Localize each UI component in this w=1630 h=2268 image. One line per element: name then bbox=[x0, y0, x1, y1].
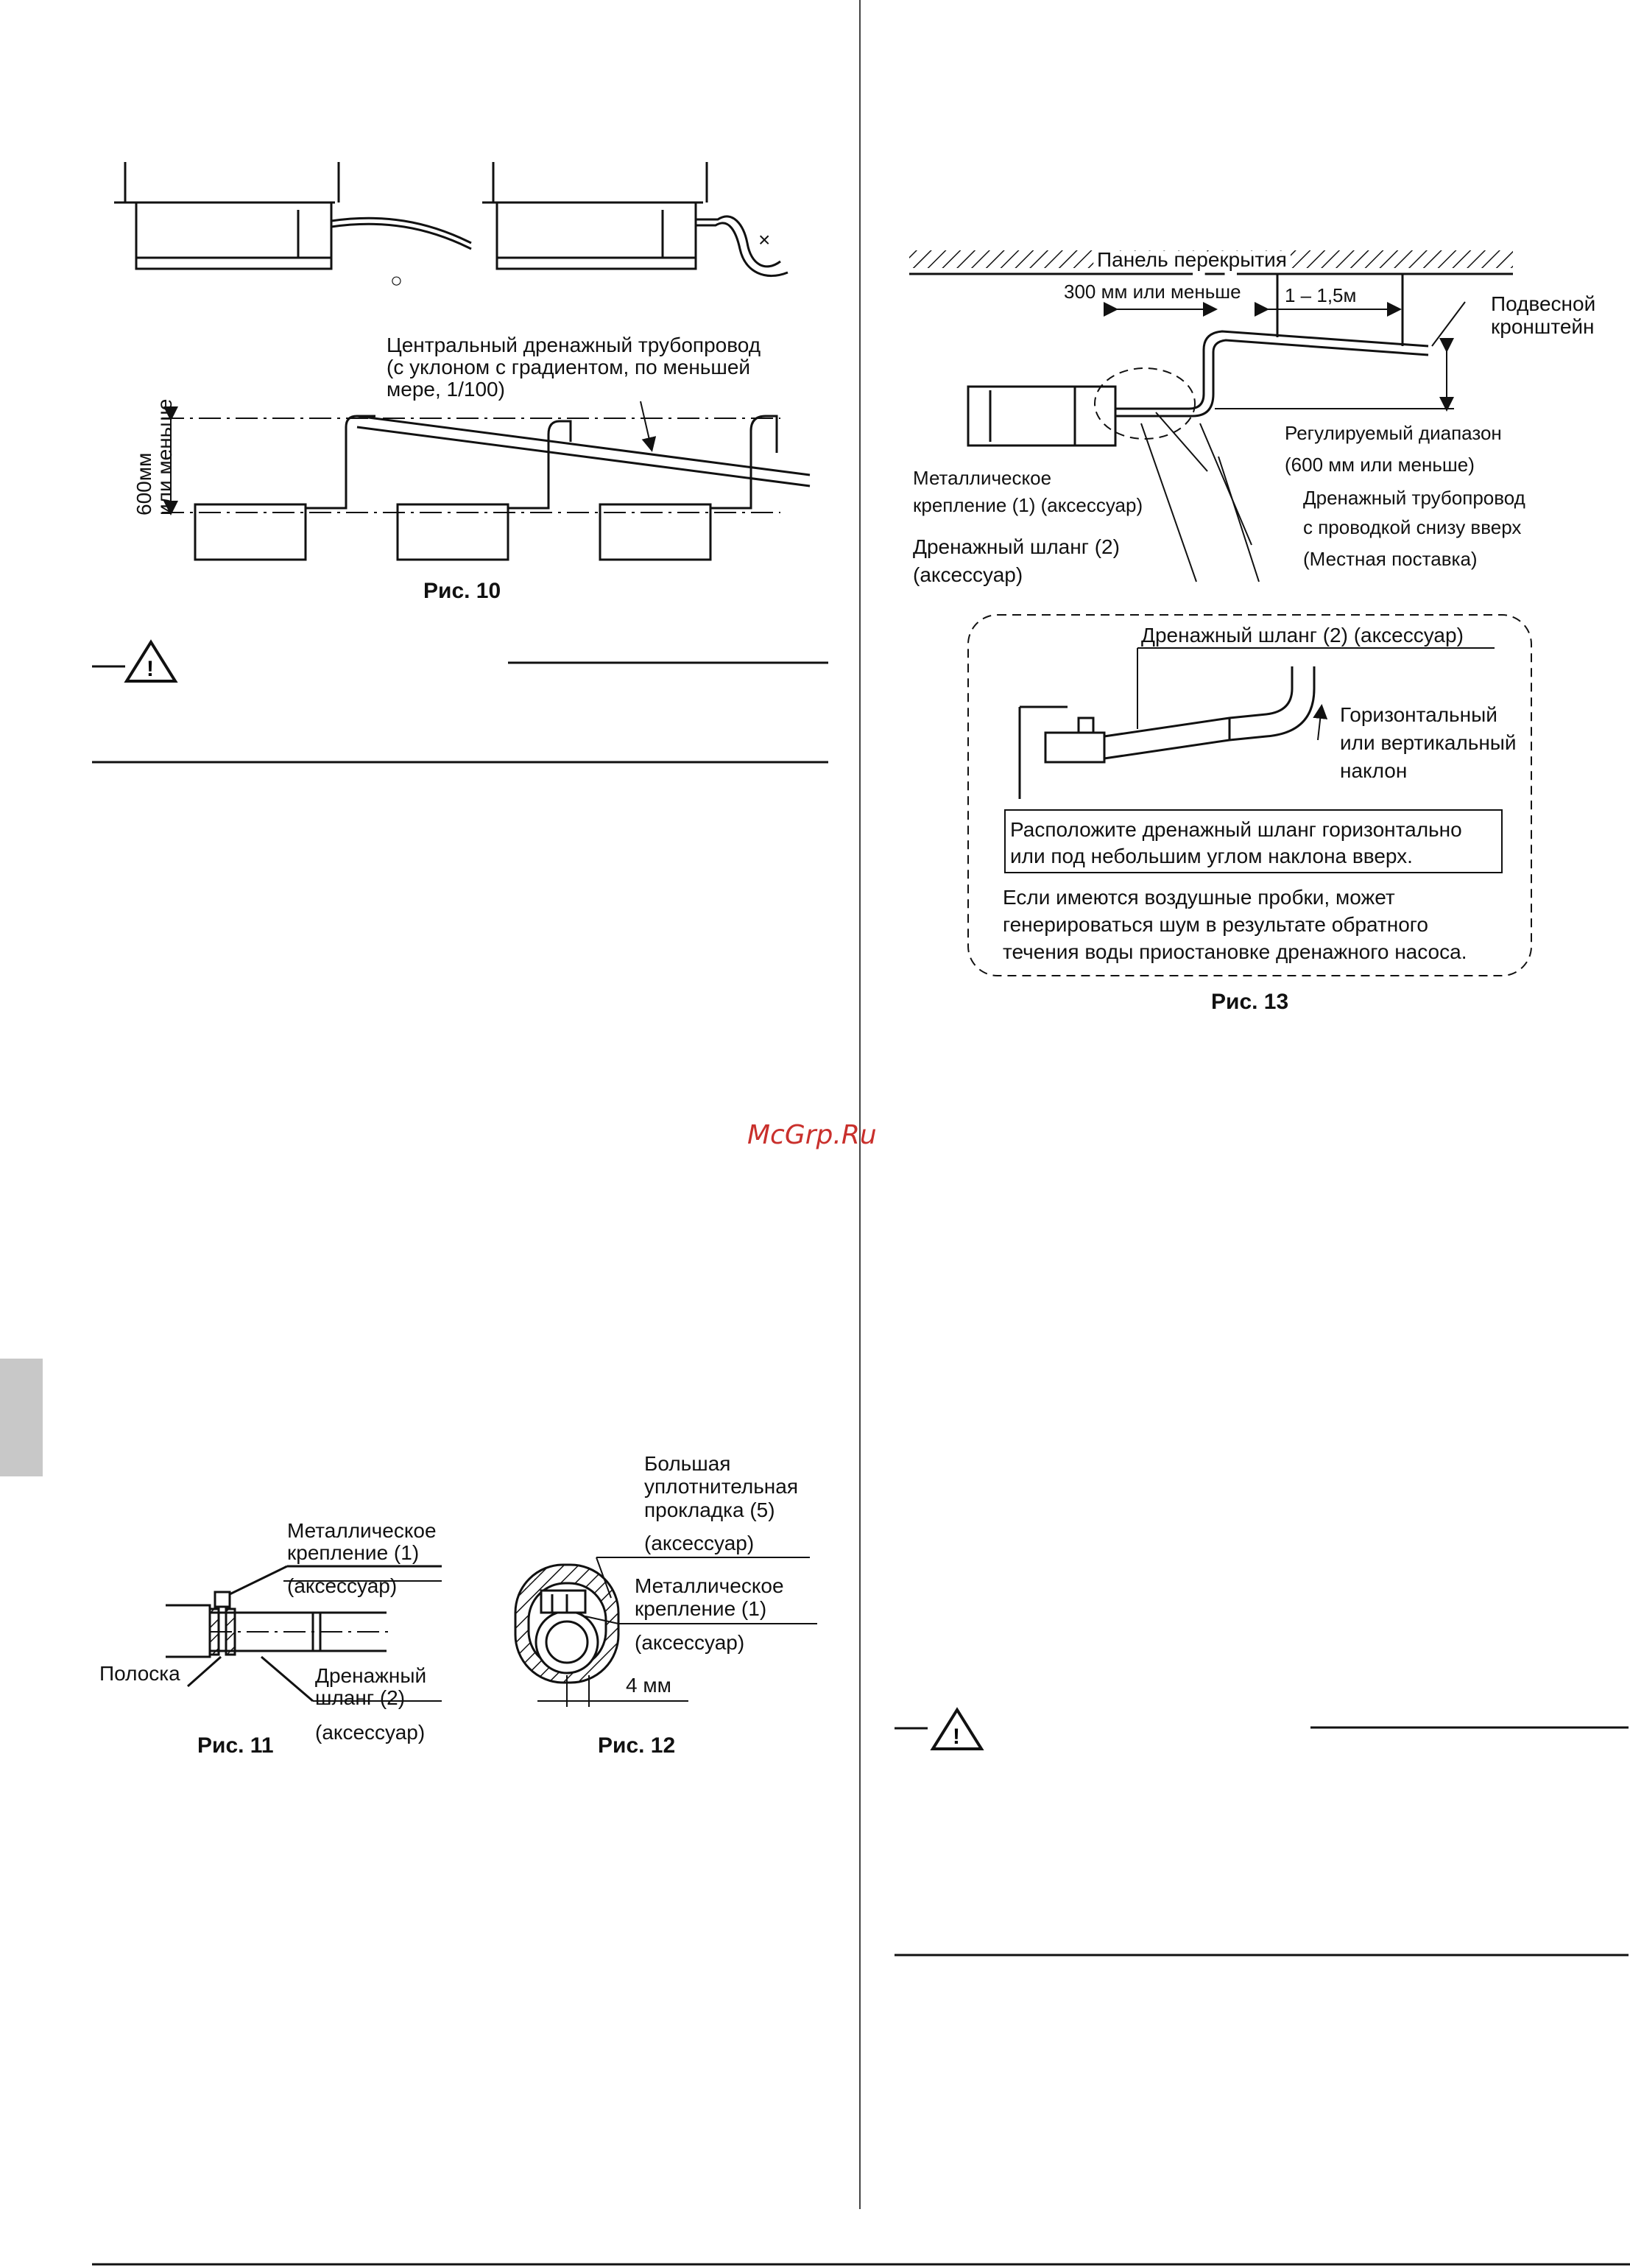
fig12-seal-line2: уплотнительная bbox=[644, 1475, 798, 1498]
warning-icon: ! bbox=[930, 1707, 984, 1750]
fig11-caption: Рис. 11 bbox=[197, 1733, 274, 1758]
fig13-box-line1: Расположите дренажный шланг горизонтальн… bbox=[1010, 818, 1462, 841]
fig10-ng-mark: × bbox=[758, 228, 770, 251]
fig13-box-line2: или под небольшим углом наклона вверх. bbox=[1010, 845, 1413, 867]
fig13-slope-line1: Горизонтальный bbox=[1340, 703, 1497, 726]
fig12-seal-line1: Большая bbox=[644, 1452, 730, 1475]
fig10-height-line2: или меньше bbox=[153, 399, 176, 515]
fig13-drainpipe-line1: Дренажный трубопровод bbox=[1303, 487, 1525, 509]
fig13-clamp-line1: Металлическое bbox=[913, 467, 1051, 489]
fig13-hose-line1: Дренажный шланг (2) bbox=[913, 535, 1120, 558]
fig13-slope-line2: или вертикальный bbox=[1340, 731, 1517, 754]
fig13-drainpipe-line2: с проводкой снизу вверх bbox=[1303, 516, 1521, 538]
fig12-caption: Рис. 12 bbox=[598, 1733, 675, 1758]
fig12-clamp-line1: Металлическое bbox=[635, 1574, 784, 1597]
section-tab bbox=[0, 1359, 43, 1476]
fig13-hose-line2: (аксессуар) bbox=[913, 563, 1023, 586]
fig13-drainpipe-line3: (Местная поставка) bbox=[1303, 548, 1478, 570]
fig11-clamp-line1: Металлическое bbox=[287, 1519, 437, 1542]
fig10-caption: Рис. 10 bbox=[423, 579, 501, 603]
caution-block-left bbox=[92, 661, 828, 764]
svg-text:!: ! bbox=[953, 1725, 960, 1749]
svg-text:!: ! bbox=[147, 657, 154, 681]
fig13-hanger-line1: Подвесной bbox=[1491, 292, 1595, 315]
figure-11 bbox=[166, 1565, 442, 1702]
fig11-hose-line1: Дренажный bbox=[315, 1664, 426, 1687]
fig12-seal-line3: прокладка (5) bbox=[644, 1498, 775, 1521]
figure-12 bbox=[514, 1557, 817, 1707]
figure-10 bbox=[114, 162, 811, 561]
fig12-gap: 4 мм bbox=[626, 1674, 671, 1697]
watermark: McGrp.Ru bbox=[747, 1120, 877, 1150]
fig11-clamp-line3: (аксессуар) bbox=[287, 1574, 397, 1597]
fig10-central-line3: мере, 1/100) bbox=[387, 378, 505, 401]
fig13-hanger-line2: кронштейн bbox=[1491, 315, 1595, 338]
fig11-hose-line3: (аксессуар) bbox=[315, 1721, 425, 1744]
fig13-note-line3: течения воды приостановке дренажного нас… bbox=[1003, 940, 1467, 963]
fig12-seal-line4: (аксессуар) bbox=[644, 1532, 754, 1554]
fig12-clamp-line3: (аксессуар) bbox=[635, 1631, 744, 1654]
fig10-central-line1: Центральный дренажный трубопровод bbox=[387, 334, 761, 356]
fig12-clamp-line2: крепление (1) bbox=[635, 1597, 766, 1620]
fig13-clamp-line2: крепление (1) (аксессуар) bbox=[913, 494, 1143, 516]
fig13-dim-15: 1 – 1,5м bbox=[1285, 284, 1356, 306]
fig10-central-line2: (с уклоном с градиентом, по меньшей bbox=[387, 356, 750, 378]
warning-icon: ! bbox=[124, 639, 178, 683]
fig13-caption: Рис. 13 bbox=[1211, 990, 1288, 1014]
fig10-height-line1: 600мм bbox=[133, 453, 155, 515]
fig13-note-line1: Если имеются воздушные пробки, может bbox=[1003, 886, 1395, 909]
fig11-clamp-line2: крепление (1) bbox=[287, 1541, 419, 1564]
figure-13 bbox=[909, 250, 1532, 976]
fig13-note-line2: генерироваться шум в результате обратног… bbox=[1003, 913, 1428, 936]
fig13-detail-hose: Дренажный шланг (2) (аксессуар) bbox=[1141, 624, 1464, 647]
fig10-ok-mark: ○ bbox=[390, 269, 403, 292]
caution-block-right bbox=[895, 1726, 1629, 1957]
fig13-ceiling: Панель перекрытия bbox=[1097, 248, 1287, 271]
fig13-dim-300: 300 мм или меньше bbox=[1064, 281, 1241, 303]
fig11-strip: Полоска bbox=[99, 1662, 180, 1685]
fig13-slope-line3: наклон bbox=[1340, 759, 1407, 782]
fig13-range-line1: Регулируемый диапазон bbox=[1285, 422, 1502, 444]
fig13-range-line2: (600 мм или меньше) bbox=[1285, 454, 1475, 476]
fig11-hose-line2: шланг (2) bbox=[315, 1686, 405, 1709]
